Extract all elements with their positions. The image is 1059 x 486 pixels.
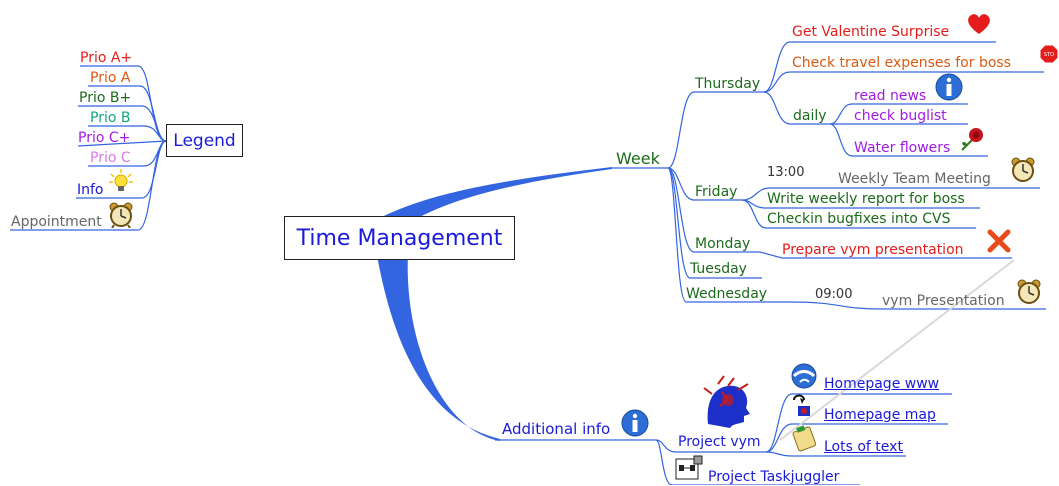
edge-week-thursday bbox=[667, 91, 764, 169]
project-vym-node[interactable]: Project vym bbox=[678, 434, 761, 450]
homepage-www-link[interactable]: Homepage www bbox=[824, 376, 940, 392]
edge-thursday-valentine bbox=[763, 41, 996, 93]
legend-prio-c[interactable]: Prio C bbox=[90, 150, 131, 166]
legend-prio-b[interactable]: Prio B bbox=[90, 110, 131, 126]
head-image bbox=[703, 375, 750, 428]
rose-icon bbox=[961, 128, 983, 151]
wednesday-node[interactable]: Wednesday bbox=[686, 286, 768, 302]
edge-vym-www bbox=[765, 393, 952, 453]
edge-week-monday bbox=[667, 167, 760, 253]
edge-week-wednesday bbox=[667, 167, 790, 303]
lots-of-text-link[interactable]: Lots of text bbox=[824, 439, 903, 455]
edge-monday-prepare bbox=[759, 251, 1012, 259]
xlink-line bbox=[779, 259, 1015, 441]
edge-thursday-travel bbox=[763, 71, 1044, 93]
alarm-clock-icon bbox=[109, 202, 133, 228]
homepage-map-link[interactable]: Homepage map bbox=[824, 407, 936, 423]
edge-week-tuesday bbox=[667, 167, 762, 279]
valentine-task[interactable]: Get Valentine Surprise bbox=[792, 24, 950, 40]
legend-prio-c-plus[interactable]: Prio C+ bbox=[78, 130, 131, 146]
monday-node[interactable]: Monday bbox=[695, 236, 751, 252]
vym-presentation-time: 09:00 bbox=[815, 287, 853, 302]
legend-prio-a[interactable]: Prio A bbox=[90, 70, 131, 86]
vym-presentation-task[interactable]: vym Presentation bbox=[882, 293, 1005, 309]
map-link-icon bbox=[793, 394, 810, 416]
daily-node[interactable]: daily bbox=[793, 108, 827, 124]
team-meeting-task[interactable]: Weekly Team Meeting bbox=[838, 171, 991, 187]
edge-additional-vym bbox=[655, 439, 766, 453]
note-icon bbox=[792, 425, 817, 452]
lightbulb-icon bbox=[109, 169, 133, 191]
friday-node[interactable]: Friday bbox=[695, 184, 738, 200]
team-meeting-time: 13:00 bbox=[767, 165, 805, 180]
edge-legend-prio-c-plus bbox=[77, 140, 167, 147]
edge-week-friday bbox=[667, 167, 742, 201]
globe-link-icon bbox=[791, 363, 817, 389]
project-taskjuggler-node[interactable]: Project Taskjuggler bbox=[708, 469, 840, 485]
info-icon bbox=[621, 409, 649, 437]
edge-legend-prio-b bbox=[88, 125, 167, 142]
prepare-presentation-task[interactable]: Prepare vym presentation bbox=[782, 242, 964, 258]
edge-daily-news bbox=[829, 103, 968, 125]
water-flowers-task[interactable]: Water flowers bbox=[854, 140, 951, 156]
stop-sign-icon: STO bbox=[1039, 44, 1059, 64]
root-node[interactable]: Time Management bbox=[284, 216, 515, 260]
cross-icon bbox=[987, 229, 1011, 253]
edge-vym-text bbox=[765, 451, 906, 457]
edge-vym-map bbox=[765, 423, 948, 453]
travel-expenses-task[interactable]: Check travel expenses for boss bbox=[792, 55, 1011, 71]
bugfixes-cvs-task[interactable]: Checkin bugfixes into CVS bbox=[767, 211, 951, 227]
info-icon bbox=[935, 73, 963, 101]
heart-icon bbox=[968, 14, 990, 34]
root-label: Time Management bbox=[296, 225, 503, 251]
alarm-clock-icon bbox=[1017, 279, 1041, 304]
flowchart-icon bbox=[675, 455, 703, 480]
read-news-task[interactable]: read news bbox=[854, 88, 927, 104]
edge-legend-appointment bbox=[10, 140, 167, 231]
legend-appointment[interactable]: Appointment bbox=[11, 214, 102, 230]
legend-label: Legend bbox=[173, 130, 236, 151]
check-buglist-task[interactable]: check buglist bbox=[854, 108, 947, 124]
weekly-report-task[interactable]: Write weekly report for boss bbox=[767, 191, 965, 207]
week-node[interactable]: Week bbox=[616, 149, 660, 168]
edge-root-additional bbox=[376, 250, 500, 441]
alarm-clock-icon bbox=[1011, 157, 1035, 182]
edge-daily-flowers bbox=[829, 123, 988, 157]
legend-prio-b-plus[interactable]: Prio B+ bbox=[79, 90, 132, 106]
edge-wednesday-presentation bbox=[789, 301, 1046, 310]
additional-info-node[interactable]: Additional info bbox=[502, 420, 611, 438]
tuesday-node[interactable]: Tuesday bbox=[690, 261, 747, 277]
edge-thursday-daily bbox=[763, 91, 830, 125]
thursday-node[interactable]: Thursday bbox=[695, 76, 761, 92]
legend-info[interactable]: Info bbox=[77, 182, 104, 198]
edge-friday-cvs bbox=[741, 199, 976, 229]
edge-friday-meeting bbox=[741, 187, 1040, 201]
legend-prio-a-plus[interactable]: Prio A+ bbox=[80, 50, 133, 66]
legend-node[interactable]: Legend bbox=[166, 124, 243, 157]
svg-text:STO: STO bbox=[1044, 52, 1054, 58]
